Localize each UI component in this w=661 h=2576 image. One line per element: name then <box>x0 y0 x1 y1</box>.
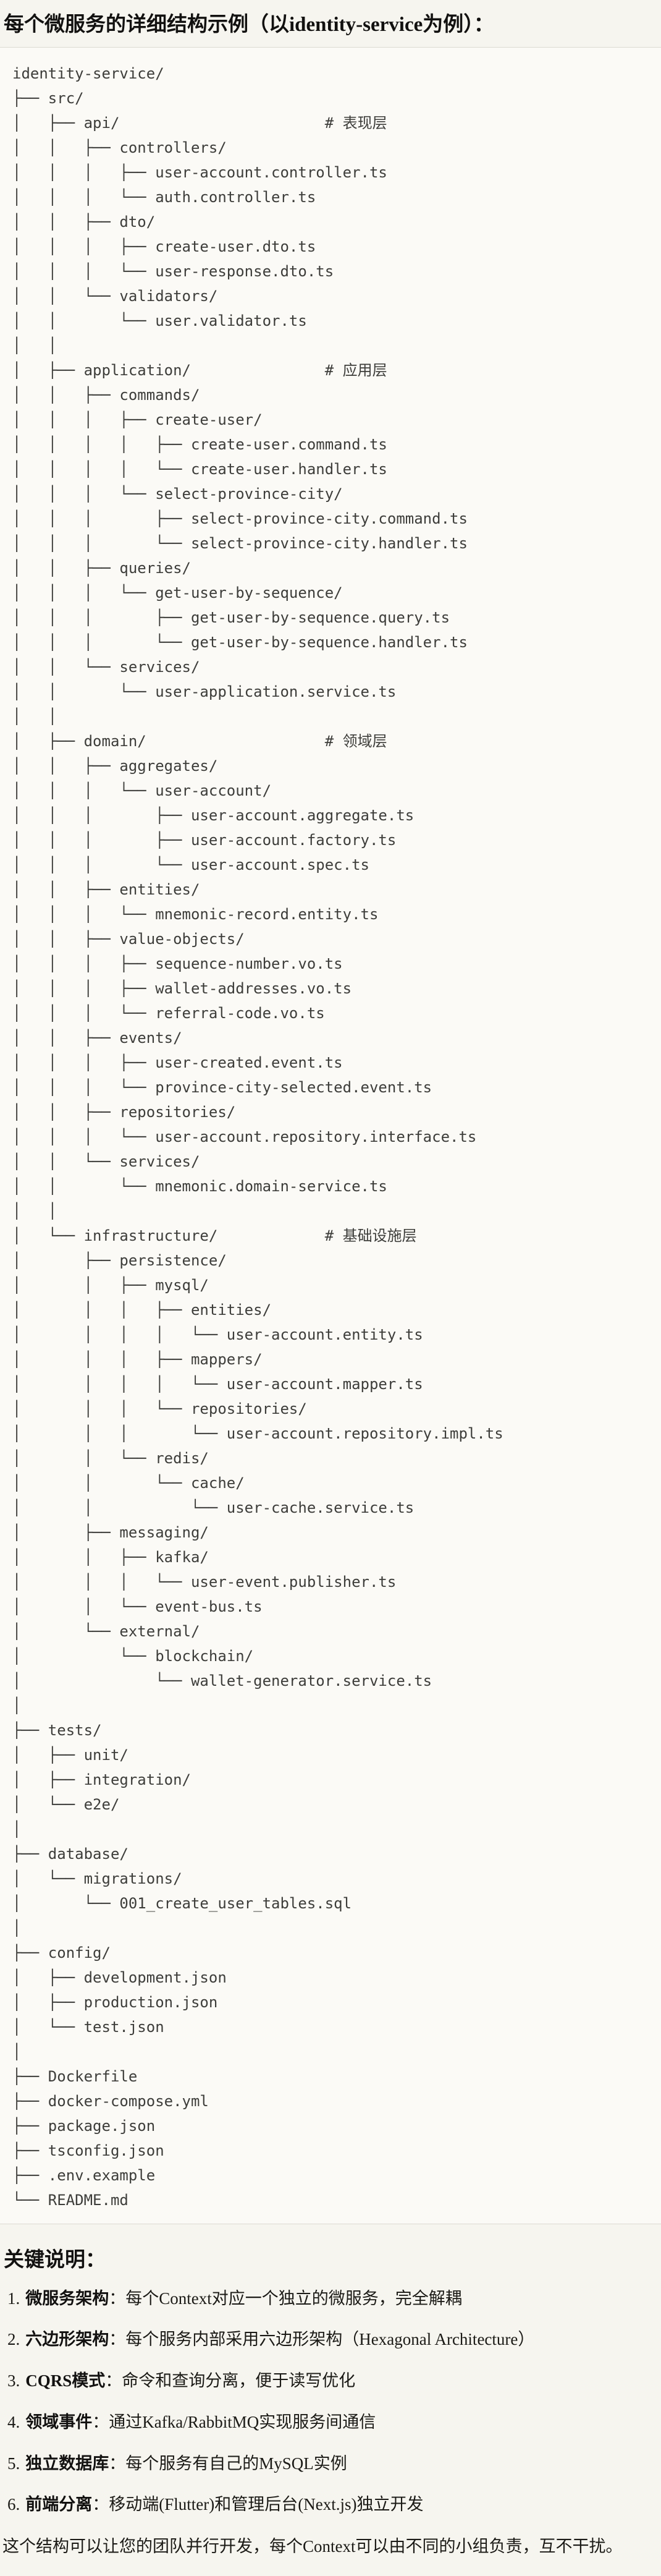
directory-tree: identity-service/ ├── src/ │ ├── api/ # … <box>12 64 503 2209</box>
note-number: 6. <box>7 2495 20 2514</box>
notes-heading: 关键说明： <box>4 2248 106 2271</box>
note-text: ：每个服务内部采用六边形架构（Hexagonal Architecture） <box>109 2330 535 2349</box>
note-item-frontend-separation: 6. 前端分离：移动端(Flutter)和管理后台(Next.js)独立开发 <box>2 2494 659 2515</box>
directory-tree-block: identity-service/ ├── src/ │ ├── api/ # … <box>0 46 661 2224</box>
note-number: 5. <box>7 2454 20 2473</box>
note-number: 2. <box>7 2330 20 2349</box>
note-text: ：通过Kafka/RabbitMQ实现服务间通信 <box>92 2412 376 2431</box>
note-item-cqrs: 3.CQRS模式：命令和查询分离，便于读写优化 <box>2 2371 659 2392</box>
note-label: CQRS模式 <box>25 2371 106 2391</box>
note-item-microservices: 1. 微服务架构：每个Context对应一个独立的微服务，完全解耦 <box>2 2289 659 2310</box>
key-notes-section: 关键说明： 1. 微服务架构：每个Context对应一个独立的微服务，完全解耦 2… <box>2 2243 659 2516</box>
note-item-hexagonal: 2. 六边形架构：每个服务内部采用六边形架构（Hexagonal Architec… <box>2 2329 659 2350</box>
note-text: ：每个服务有自己的MySQL实例 <box>109 2454 347 2473</box>
closing-paragraph: 这个结构可以让您的团队并行开发，每个Context可以由不同的小组负责，互不干扰… <box>2 2537 623 2556</box>
note-label: 领域事件 <box>25 2412 93 2431</box>
note-number: 1. <box>7 2289 20 2308</box>
note-label: 前端分离 <box>25 2495 93 2514</box>
note-number: 3. <box>7 2371 20 2391</box>
note-text: ：移动端(Flutter)和管理后台(Next.js)独立开发 <box>92 2495 424 2514</box>
note-label: 微服务架构 <box>25 2289 109 2308</box>
note-text: ：命令和查询分离，便于读写优化 <box>105 2371 356 2391</box>
note-item-independent-db: 5. 独立数据库：每个服务有自己的MySQL实例 <box>2 2454 659 2475</box>
note-label: 六边形架构 <box>25 2330 109 2349</box>
note-number: 4. <box>7 2412 20 2431</box>
note-text: ：每个Context对应一个独立的微服务，完全解耦 <box>109 2289 462 2308</box>
note-item-domain-events: 4. 领域事件：通过Kafka/RabbitMQ实现服务间通信 <box>2 2412 659 2433</box>
note-label: 独立数据库 <box>25 2454 109 2473</box>
page-title: 每个微服务的详细结构示例（以identity-service为例）： <box>4 14 494 36</box>
